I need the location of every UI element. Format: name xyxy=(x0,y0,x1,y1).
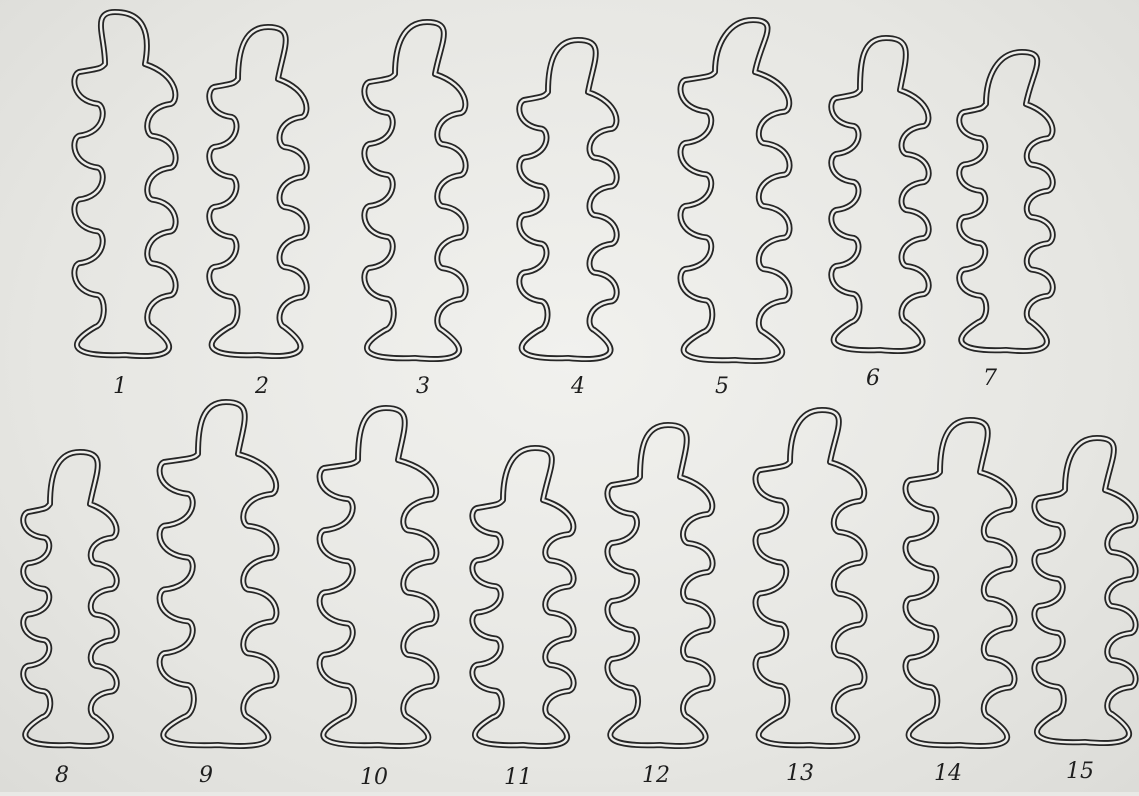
figure-number-label: 2 xyxy=(254,374,269,399)
figure-outline-inner xyxy=(320,408,437,746)
figure-outline-inner xyxy=(472,448,573,746)
figure-outline-inner xyxy=(74,12,175,356)
figure-outline xyxy=(1034,438,1135,743)
figure-8: 8 xyxy=(23,452,117,788)
figure-number-label: 6 xyxy=(866,366,880,391)
figure-outline-inner xyxy=(1034,438,1135,743)
figure-10: 10 xyxy=(320,408,437,790)
figure-outline xyxy=(74,12,175,356)
figure-number-label: 8 xyxy=(55,763,69,788)
figure-number-label: 12 xyxy=(642,763,670,788)
figure-outline xyxy=(160,402,277,746)
figure-outline xyxy=(320,408,437,746)
figure-outline xyxy=(959,52,1053,351)
figure-number-label: 11 xyxy=(504,765,532,790)
figure-outline xyxy=(755,410,864,746)
figure-9: 9 xyxy=(160,402,277,788)
figure-outline xyxy=(364,22,465,359)
figure-13: 13 xyxy=(755,410,864,786)
figure-outline xyxy=(680,20,789,361)
figure-number-label: 14 xyxy=(934,761,962,786)
figure-outline xyxy=(607,425,712,746)
figure-outline xyxy=(209,27,306,356)
figure-3: 3 xyxy=(364,22,465,399)
figure-number-label: 15 xyxy=(1066,759,1094,784)
figure-number-label: 9 xyxy=(199,763,213,788)
figure-12: 12 xyxy=(607,425,712,788)
figure-number-label: 1 xyxy=(113,374,127,399)
figure-outline-inner xyxy=(160,402,277,746)
figure-outline xyxy=(472,448,573,746)
figure-number-label: 13 xyxy=(786,761,814,786)
figure-7: 7 xyxy=(959,52,1053,391)
figure-outline-inner xyxy=(209,27,306,356)
figure-4: 4 xyxy=(519,40,616,399)
figure-6: 6 xyxy=(831,38,928,391)
figure-number-label: 7 xyxy=(983,366,997,391)
figure-outline-inner xyxy=(831,38,928,351)
figure-outline-inner xyxy=(519,40,616,359)
figure-outline xyxy=(831,38,928,351)
figure-outline-inner xyxy=(680,20,789,361)
figure-number-label: 4 xyxy=(570,374,585,399)
figure-1: 1 xyxy=(74,12,175,399)
figure-outline-inner xyxy=(607,425,712,746)
figure-2: 2 xyxy=(209,27,306,399)
figure-outline xyxy=(905,420,1014,746)
figure-11: 11 xyxy=(472,448,573,790)
figure-number-label: 10 xyxy=(360,765,388,790)
figure-outline-inner xyxy=(364,22,465,359)
figure-15: 15 xyxy=(1034,438,1135,784)
figure-outline xyxy=(23,452,117,746)
figure-outline-inner xyxy=(755,410,864,746)
figure-outline-inner xyxy=(905,420,1014,746)
figure-outline-inner xyxy=(959,52,1053,351)
figure-number-label: 3 xyxy=(416,374,430,399)
figure-14: 14 xyxy=(905,420,1014,786)
figure-5: 5 xyxy=(680,20,789,399)
figure-outline xyxy=(519,40,616,359)
figure-outline-inner xyxy=(23,452,117,746)
figure-number-label: 5 xyxy=(715,374,729,399)
